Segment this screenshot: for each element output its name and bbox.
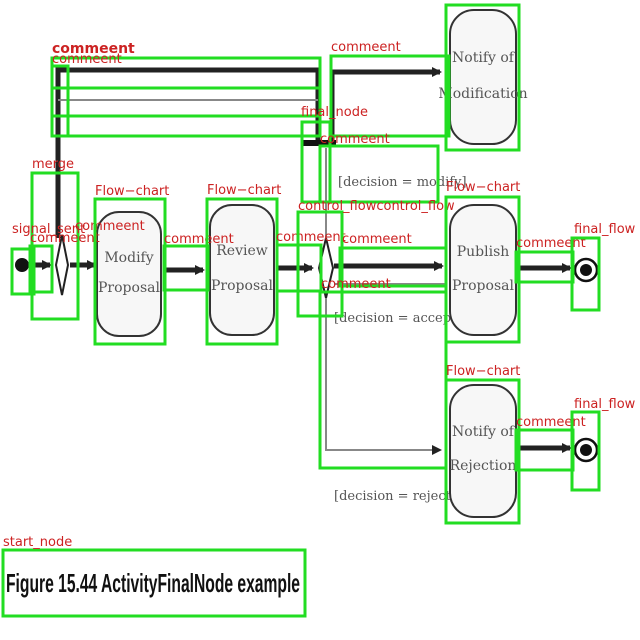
- annotation-label-comment-review-decision: commeent: [276, 230, 346, 245]
- annotation-label-final-flow-rejection: final_flow: [574, 397, 636, 412]
- annotation-box-final-node: [300, 120, 332, 204]
- annotation-label-comment-reject: commeent: [321, 277, 391, 292]
- annotation-label-comment-modify-review: commeent: [164, 232, 234, 247]
- annotation-box-signal-sent: [10, 247, 36, 296]
- activity-modify-proposal: [96, 211, 162, 337]
- annotation-label-flow-chart-publish: Flow−chart: [446, 180, 520, 195]
- annotation-box-flow-chart-publish: [444, 195, 521, 344]
- annotation-label-comment-initial-2: commeent: [75, 219, 145, 234]
- final-node-bar: [302, 140, 336, 146]
- activity-review-label-1: Review: [216, 243, 267, 259]
- initial-node: [15, 258, 29, 272]
- annotation-label-comment-modification: commeent: [331, 40, 401, 55]
- activity-publish-label-2: Proposal: [452, 278, 514, 294]
- annotation-label-signal-sent: signal_sent: [12, 222, 85, 237]
- annotation-label-control-flow: control_flowcontrol_flow: [298, 199, 455, 214]
- activity-notify-modification: [449, 9, 517, 145]
- annotation-label-start-node: start_node: [3, 535, 72, 550]
- annotation-label-comment-initial: commeent: [30, 231, 100, 246]
- activity-modify-label-2: Proposal: [98, 280, 160, 296]
- to-notify-rejection-flow: [325, 298, 442, 455]
- annotation-label-flow-chart-rejection: Flow−chart: [446, 364, 520, 379]
- annotation-label-final-flow-publish: final_flow: [574, 222, 636, 237]
- guard-reject: [decision = reject]: [334, 489, 456, 504]
- activity-notify-mod-label-1: Notify of: [452, 50, 516, 66]
- annotation-box-comment-guard: [318, 144, 440, 204]
- activity-notify-rejection: [449, 384, 517, 518]
- annotation-box-notify-modification: [444, 3, 521, 152]
- annotation-label-comment-rejection-final: commeent: [516, 415, 586, 430]
- annotation-box-comment-top-mid: [50, 86, 322, 118]
- annotation-label-merge: merge: [32, 157, 74, 172]
- guard-accept: [decision = accept]: [334, 311, 461, 326]
- activity-notify-mod-label-2: Modification: [438, 86, 527, 102]
- annotation-overlay: commeent commeent commeent final_node co…: [1, 3, 636, 618]
- loop-back-flow: [55, 67, 321, 238]
- annotation-label-comment-top-bold: commeent: [52, 41, 135, 57]
- annotation-box-final-flow-rejection: [570, 410, 601, 492]
- figure-caption: Figure 15.44 ActivityFinalNode example: [6, 568, 300, 598]
- merge-diamond: [54, 234, 70, 296]
- activity-notify-rej-label-1: Notify of: [452, 424, 516, 440]
- final-node-publish: [573, 257, 599, 283]
- annotation-label-comment-guard: commeent: [320, 132, 390, 147]
- annotation-label-comment-publish-final: commeent: [516, 236, 586, 251]
- annotation-label-comment-top: commeent: [52, 52, 122, 67]
- annotation-label-final-node: final_node: [301, 105, 368, 120]
- final-node-rejection: [573, 437, 599, 463]
- annotation-label-flow-chart-modify: Flow−chart: [95, 184, 169, 199]
- activity-review-label-2: Proposal: [211, 278, 273, 294]
- annotation-box-comment-modification: [329, 54, 451, 138]
- activity-modify-label-1: Modify: [104, 250, 153, 266]
- annotation-box-comment-initial: [28, 244, 54, 294]
- activity-publish-proposal: [449, 204, 517, 336]
- activity-notify-rej-label-2: Rejection: [450, 458, 517, 474]
- annotation-label-flow-chart-review: Flow−chart: [207, 183, 281, 198]
- annotation-box-flow-chart-rejection: [444, 378, 521, 525]
- guard-modify: [decision = modify]: [338, 175, 467, 190]
- activity-publish-label-1: Publish: [457, 244, 510, 260]
- annotation-box-start-node: [1, 548, 307, 618]
- annotation-label-comment-publish: commeent: [342, 232, 412, 247]
- activity-review-proposal: [209, 204, 275, 336]
- annotation-box-final-flow-publish: [570, 236, 601, 312]
